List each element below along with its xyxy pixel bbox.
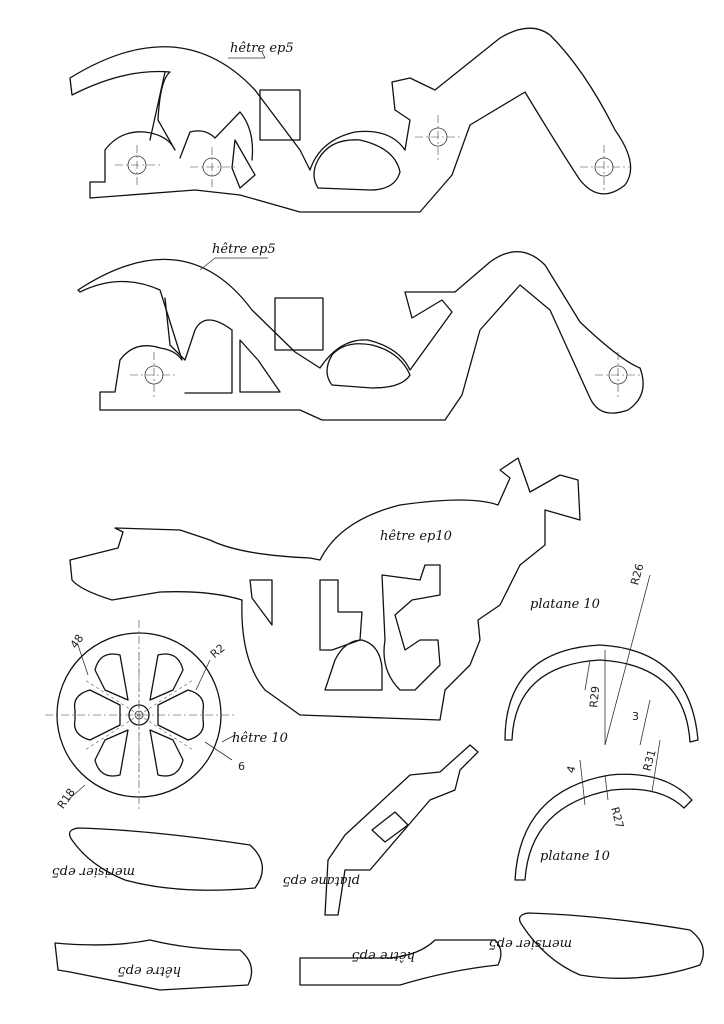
frame-part-top: hêtre ep5 — [69, 27, 632, 213]
wheel-dim-r2: R2 — [208, 642, 228, 661]
fork-label: platane ep5 — [282, 873, 360, 888]
wheel-dim-r18: R18 — [55, 786, 78, 811]
fender-dim-r26: R26 — [628, 562, 646, 586]
fork-part: platane ep5 — [282, 744, 479, 916]
fender-dim-3: 3 — [632, 710, 639, 723]
fender-top-label: platane 10 — [530, 597, 600, 612]
seat-left-part: merisier ep5 — [51, 827, 263, 891]
seat-right-part: merisier ep5 — [488, 912, 704, 979]
wheel-dim-6: 6 — [238, 760, 245, 773]
exhaust-left-part: hêtre ep5 — [54, 939, 253, 991]
fender-dim-r29: R29 — [587, 686, 602, 709]
fender-top-part: R26 R29 3 platane 10 — [504, 562, 699, 746]
body-label: hêtre ep10 — [380, 529, 452, 544]
exhaust-left-label: hêtre ep5 — [117, 963, 181, 978]
body-part: hêtre ep10 — [69, 457, 581, 721]
seat-left-label: merisier ep5 — [51, 864, 135, 879]
fender2-dim-r31: R31 — [641, 748, 659, 772]
fender2-dim-r27: R27 — [608, 806, 626, 830]
wheel-part: 48 R2 R18 6 hêtre 10 — [45, 620, 288, 811]
wheel-dim-48: 48 — [68, 632, 87, 651]
exhaust-right-label: hêtre ep5 — [351, 948, 415, 963]
fender-bottom-part: 4 R31 R27 platane 10 — [514, 739, 693, 881]
frame-mid-label: hêtre ep5 — [212, 242, 276, 257]
fender-bottom-label: platane 10 — [540, 849, 610, 864]
seat-right-label: merisier ep5 — [488, 936, 572, 951]
fender2-dim-4: 4 — [564, 764, 578, 774]
frame-top-label: hêtre ep5 — [230, 41, 294, 56]
wheel-label: hêtre 10 — [232, 731, 288, 746]
frame-part-middle: hêtre ep5 — [77, 242, 644, 421]
exhaust-right-part: hêtre ep5 — [299, 939, 502, 986]
